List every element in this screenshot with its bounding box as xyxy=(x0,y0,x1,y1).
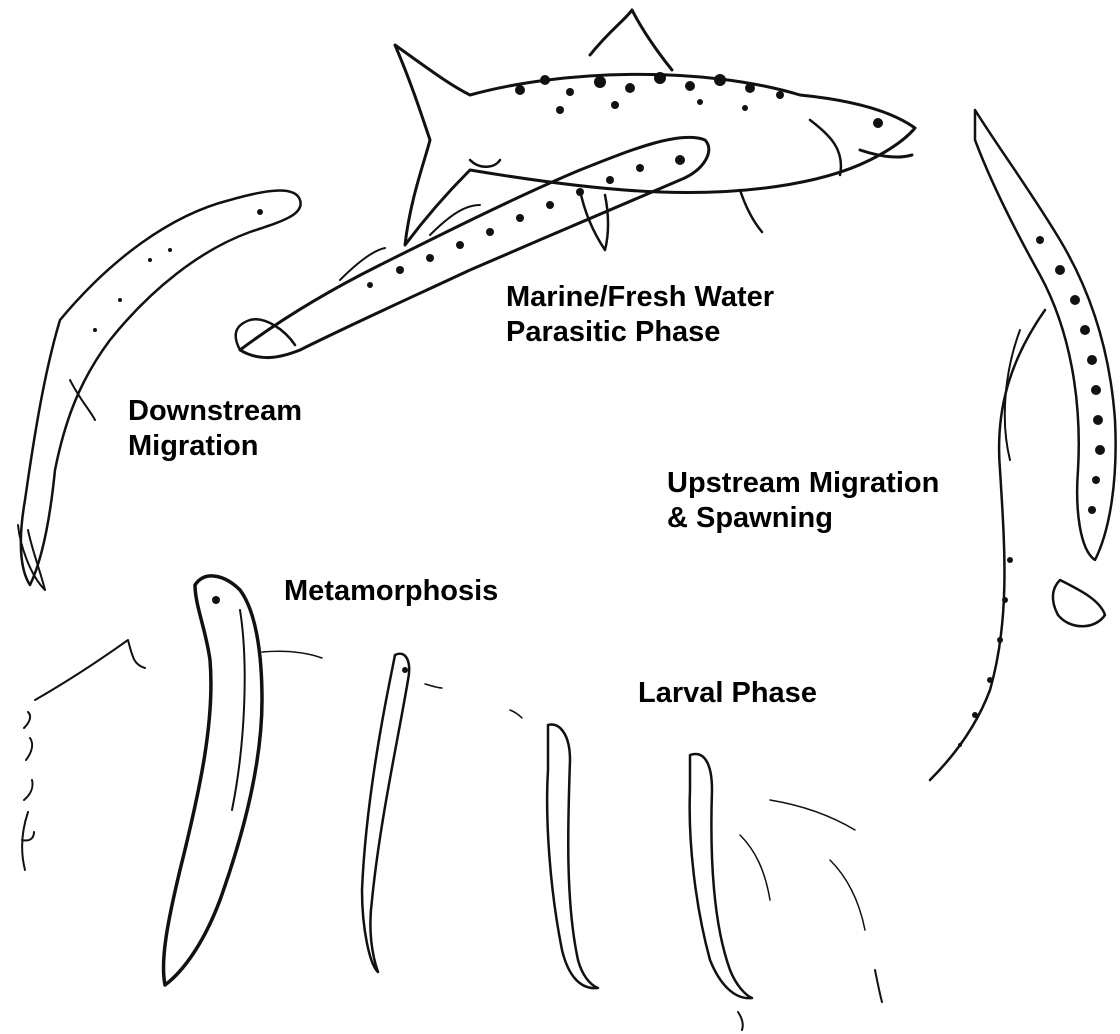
label-larval-phase: Larval Phase xyxy=(638,676,817,711)
label-metamorphosis: Metamorphosis xyxy=(284,574,498,609)
label-parasitic-phase: Marine/Fresh Water Parasitic Phase xyxy=(506,280,774,350)
upstream-lamprey-spots xyxy=(958,236,1105,747)
downstream-lamprey-spots xyxy=(93,209,263,332)
upstream-lamprey-illustration xyxy=(930,110,1116,780)
parasitic-lamprey-spots xyxy=(367,155,685,288)
label-parasitic-line1: Marine/Fresh Water xyxy=(506,280,774,315)
downstream-lamprey-illustration xyxy=(18,191,301,590)
label-downstream-migration: Downstream Migration xyxy=(128,394,302,464)
label-upstream-line2: & Spawning xyxy=(667,501,939,536)
label-upstream-migration-spawning: Upstream Migration & Spawning xyxy=(667,466,939,536)
label-downstream-line2: Migration xyxy=(128,429,302,464)
artist-signature-icon xyxy=(22,712,34,870)
label-upstream-line1: Upstream Migration xyxy=(667,466,939,501)
label-downstream-line1: Downstream xyxy=(128,394,302,429)
host-fish-illustration xyxy=(395,10,915,250)
label-parasitic-line2: Parasitic Phase xyxy=(506,315,774,350)
metamorphosis-lamprey-illustration xyxy=(163,576,322,985)
